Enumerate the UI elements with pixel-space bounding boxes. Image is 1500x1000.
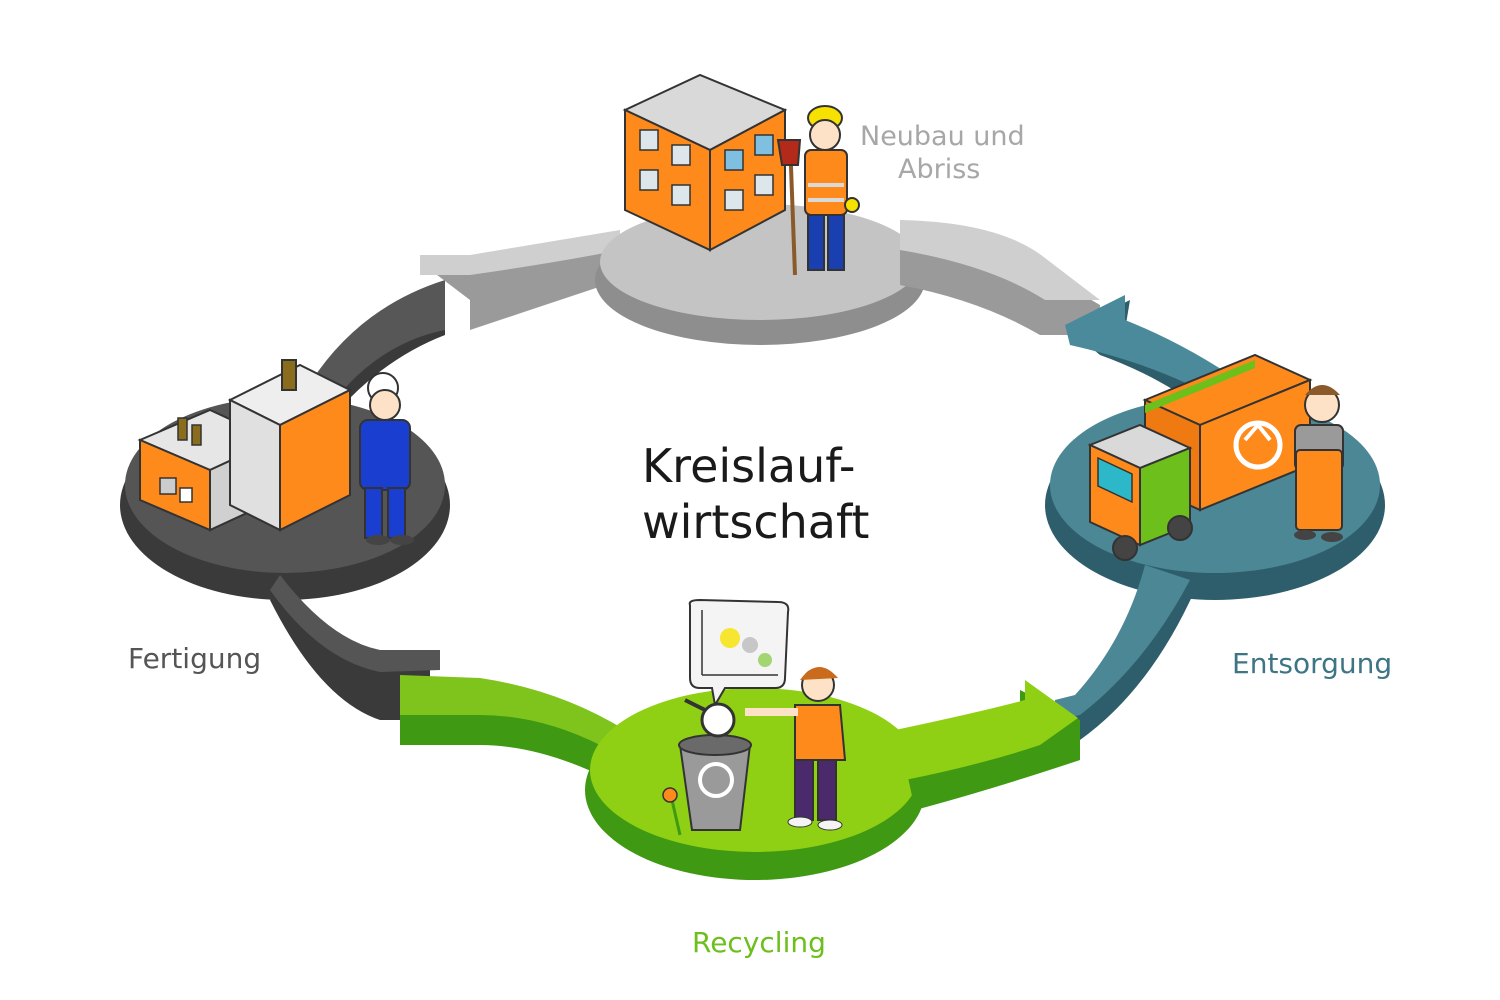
segment-neubau [420, 204, 1100, 345]
recycle-icon [1233, 420, 1283, 470]
stage-label-entsorgung: Entsorgung [1232, 647, 1392, 680]
truck-icon [1087, 353, 1313, 561]
stage-label-neubau-line1: Neubau und [860, 121, 1025, 152]
truck-worker-icon [1294, 385, 1344, 542]
stage-label-fertigung: Fertigung [128, 642, 261, 675]
factory-worker-icon [359, 372, 414, 545]
building-icon [622, 73, 788, 252]
worker-icon [776, 105, 860, 276]
person-icon [745, 666, 847, 831]
center-title-line2: wirtschaft [642, 495, 869, 549]
stage-label-recycling: Recycling [692, 926, 826, 959]
trash-bin-icon [678, 698, 752, 831]
factory-icon [137, 359, 353, 532]
chart-bubble-icon [688, 598, 790, 708]
stage-label-neubau-line2: Abriss [898, 154, 980, 185]
bin-recycle-icon [698, 762, 734, 798]
center-title-line1: Kreislauf- [642, 439, 856, 493]
flower-icon [662, 787, 682, 836]
